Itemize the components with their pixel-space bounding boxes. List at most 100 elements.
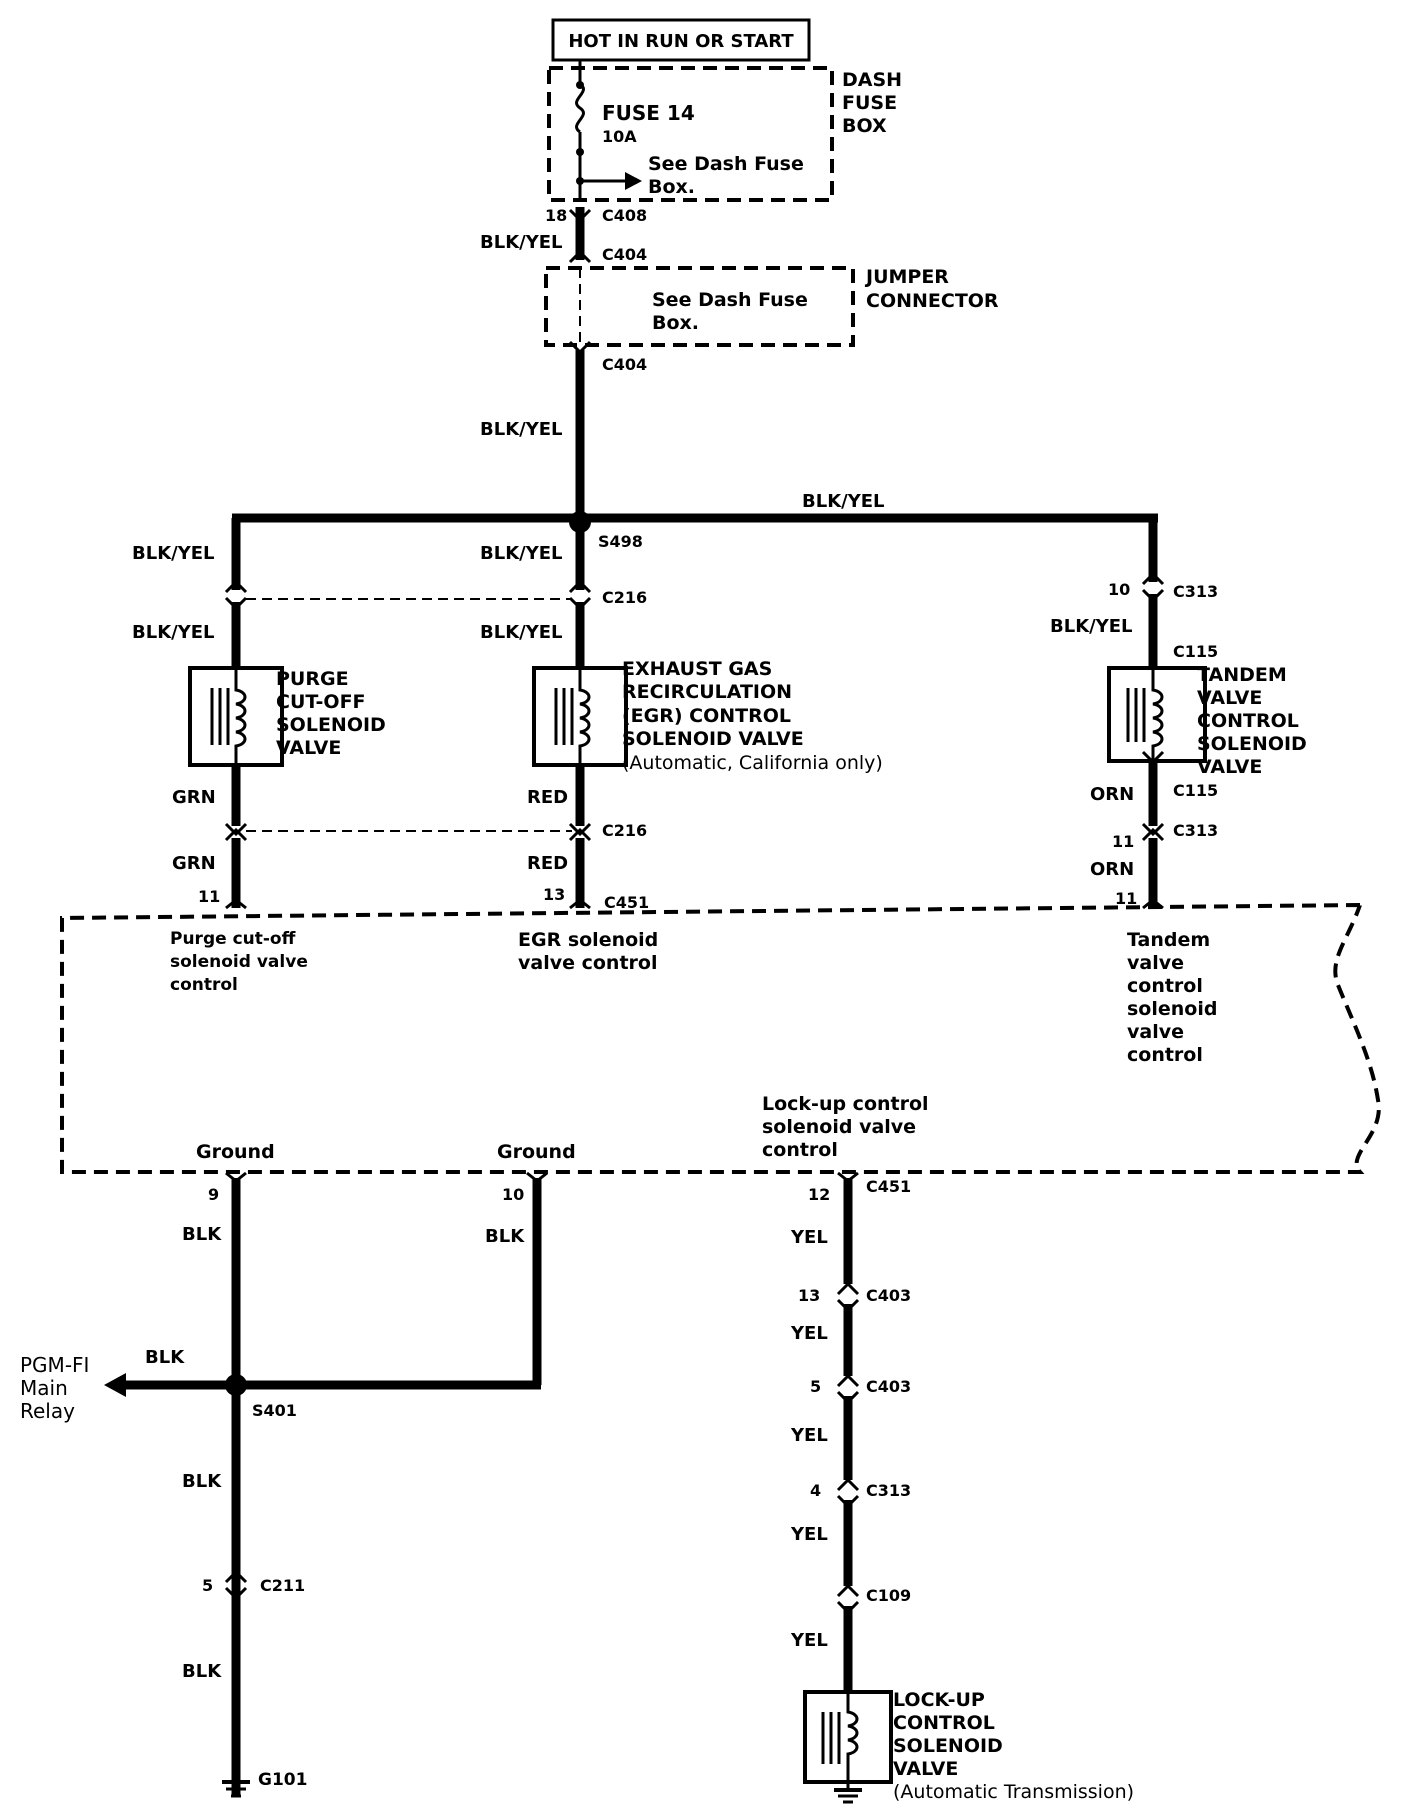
wire-color-blk-yel-purge-2: BLK/YEL — [132, 622, 215, 643]
fuse-name: FUSE 14 — [602, 101, 695, 125]
g101-label: G101 — [258, 1770, 307, 1790]
pin-12: 12 — [808, 1185, 830, 1204]
c404-top-label: C404 — [602, 245, 647, 264]
tandem-label-1: TANDEM — [1197, 664, 1287, 686]
tandem-label-3: CONTROL — [1197, 710, 1299, 732]
c451-a-label: C451 — [604, 893, 649, 912]
tandem-coil-icon — [1151, 668, 1164, 761]
fuse-see-ref-2: Box. — [648, 176, 695, 198]
c313-c-pin: 4 — [810, 1481, 821, 1500]
c211-pin: 5 — [202, 1576, 213, 1595]
purge-label-2: CUT-OFF — [276, 691, 366, 713]
ecm-purge-ctrl-3: control — [170, 975, 238, 995]
c313-b-pin: 11 — [1112, 832, 1134, 851]
fuse-rating: 10A — [602, 127, 637, 146]
fuse-see-ref-1: See Dash Fuse — [648, 153, 804, 175]
c313-b-label: C313 — [1173, 821, 1218, 840]
c313-c-label: C313 — [866, 1481, 911, 1500]
purge-label-4: VALVE — [276, 737, 341, 759]
wire-color-yel-5: YEL — [790, 1630, 828, 1651]
c404-bot-label: C404 — [602, 355, 647, 374]
ecm-egr-ctrl-1: EGR solenoid — [518, 929, 658, 951]
egr-note: (Automatic, California only) — [622, 752, 883, 774]
egr-coil-icon — [578, 668, 591, 765]
pin-13: 13 — [543, 885, 565, 904]
power-source-label: HOT IN RUN OR START — [568, 31, 794, 52]
c451-b-label: C451 — [866, 1177, 911, 1196]
tandem-label-2: VALVE — [1197, 687, 1262, 709]
wire-color-blk-5: BLK — [182, 1661, 222, 1682]
wire-color-blk-yel-egr-1: BLK/YEL — [480, 543, 563, 564]
egr-label-4: SOLENOID VALVE — [622, 728, 804, 750]
dash-fuse-box — [547, 66, 834, 202]
pgm-fi-label-1: PGM-FI — [20, 1353, 89, 1377]
s401-label: S401 — [252, 1401, 297, 1420]
ecm-tandem-ctrl-6: control — [1127, 1044, 1203, 1066]
jumper-connector-box — [544, 266, 855, 347]
c115-b-label: C115 — [1173, 781, 1218, 800]
wire-color-yel-4: YEL — [790, 1524, 828, 1545]
jumper-connector-label-2: CONNECTOR — [866, 290, 999, 312]
c403-b-label: C403 — [866, 1377, 911, 1396]
wire-color-red-1: RED — [527, 787, 568, 808]
wire-color-blk-yel-purge-1: BLK/YEL — [132, 543, 215, 564]
ecm-ground-2: Ground — [497, 1141, 576, 1163]
wire-color-blk-yel-1: BLK/YEL — [480, 232, 563, 253]
c211-label: C211 — [260, 1576, 305, 1595]
ecm-tandem-ctrl-3: control — [1127, 975, 1203, 997]
wire-color-orn-2: ORN — [1090, 859, 1134, 880]
ecm-egr-ctrl-2: valve control — [518, 952, 657, 974]
tandem-solenoid-box — [1107, 666, 1207, 763]
c313-a-pin: 10 — [1108, 580, 1130, 599]
ecm-purge-ctrl-2: solenoid valve — [170, 952, 308, 972]
ecm-tandem-ctrl-1: Tandem — [1127, 929, 1210, 951]
lockup-note: (Automatic Transmission) — [893, 1781, 1134, 1803]
wire-color-blk-3: BLK — [145, 1347, 185, 1368]
lockup-label-2: CONTROL — [893, 1712, 995, 1734]
arrow-left-icon — [104, 1373, 126, 1397]
pgm-fi-label-3: Relay — [20, 1399, 75, 1423]
c403-a-label: C403 — [866, 1286, 911, 1305]
ecm-ground-1: Ground — [196, 1141, 275, 1163]
ecm-lockup-ctrl-2: solenoid valve — [762, 1116, 916, 1138]
ecm-lockup-ctrl-3: control — [762, 1139, 838, 1161]
lockup-label-4: VALVE — [893, 1758, 958, 1780]
pin-11-left: 11 — [198, 887, 220, 906]
wire-color-grn-1: GRN — [172, 787, 216, 808]
tandem-label-5: VALVE — [1197, 756, 1262, 778]
ecm-box — [60, 903, 1381, 1174]
c115-a-label: C115 — [1173, 642, 1218, 661]
purge-label-3: SOLENOID — [276, 714, 386, 736]
wire-color-grn-2: GRN — [172, 853, 216, 874]
wire-color-blk-yel-tandem: BLK/YEL — [1050, 616, 1133, 637]
s498-label: S498 — [598, 532, 643, 551]
c216-b-label: C216 — [602, 821, 647, 840]
wire-color-blk-1: BLK — [182, 1224, 222, 1245]
egr-label-2: RECIRCULATION — [622, 681, 792, 703]
pgm-fi-label-2: Main — [20, 1376, 68, 1400]
pin-10: 10 — [502, 1185, 524, 1204]
wire-color-blk-2: BLK — [485, 1226, 525, 1247]
fuse-symbol — [575, 82, 585, 134]
splice-s401 — [225, 1374, 247, 1396]
purge-label-1: PURGE — [276, 668, 349, 690]
wire-color-yel-3: YEL — [790, 1425, 828, 1446]
purge-coil-icon — [234, 668, 247, 765]
lockup-label-1: LOCK-UP — [893, 1689, 985, 1711]
wire-color-orn-1: ORN — [1090, 784, 1134, 805]
lockup-label-3: SOLENOID — [893, 1735, 1003, 1757]
wire-color-red-2: RED — [527, 853, 568, 874]
dash-fuse-box-label-3: BOX — [842, 115, 887, 137]
pin-9: 9 — [208, 1185, 219, 1204]
ecm-tandem-ctrl-5: valve — [1127, 1021, 1184, 1043]
arrow-right-icon — [625, 172, 642, 190]
c313-a-label: C313 — [1173, 582, 1218, 601]
wire-color-yel-2: YEL — [790, 1323, 828, 1344]
wire-color-blk-yel-2: BLK/YEL — [480, 419, 563, 440]
c403-b-pin: 5 — [810, 1377, 821, 1396]
power-source-box — [551, 18, 811, 62]
lockup-coil-icon — [846, 1692, 859, 1782]
ecm-lockup-ctrl-1: Lock-up control — [762, 1093, 929, 1115]
c408-label: C408 — [602, 206, 647, 225]
egr-label-1: EXHAUST GAS — [622, 658, 772, 680]
